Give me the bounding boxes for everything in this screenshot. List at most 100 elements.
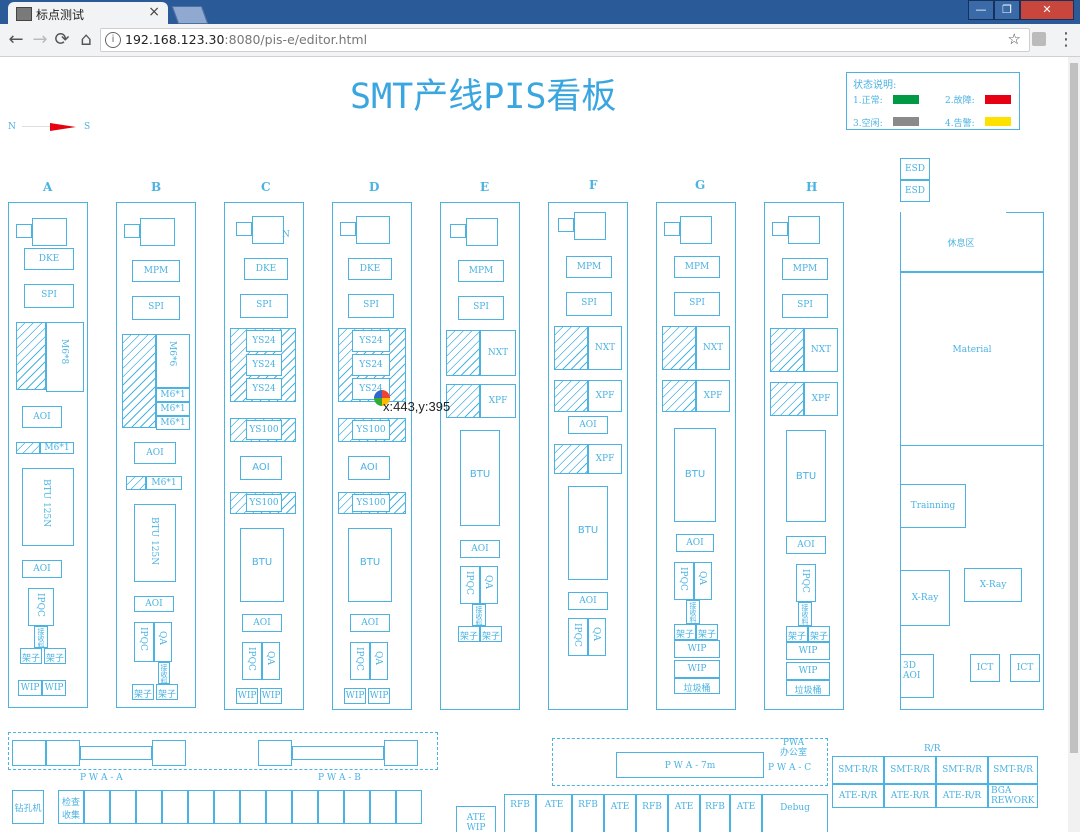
line-a-rack-1[interactable]: 架子 [20, 648, 42, 664]
pwa-cell-8[interactable] [266, 790, 292, 824]
line-b-m6x1-b[interactable]: M6*1 [156, 402, 190, 416]
bga-rework[interactable]: BGA REWORK [988, 784, 1038, 808]
aoi-3d[interactable]: 3D AOI [900, 654, 934, 698]
line-h-receive[interactable]: 接收料 [798, 602, 812, 626]
line-d-dke[interactable]: DKE [348, 258, 392, 280]
smt-rr-1[interactable]: SMT-R/R [832, 756, 884, 784]
line-a-dke[interactable]: DKE [24, 248, 74, 270]
line-a-loader[interactable] [32, 218, 67, 246]
line-c-ys24-2[interactable]: YS24 [246, 354, 282, 376]
line-a-loader-small[interactable] [16, 224, 32, 238]
line-b-m6-1-feeder[interactable] [126, 476, 146, 490]
pwa-cell-4[interactable] [162, 790, 188, 824]
line-c-loader[interactable] [252, 216, 284, 244]
line-c-ys24-1[interactable]: YS24 [246, 330, 282, 352]
line-b-rack-1[interactable]: 架子 [132, 684, 154, 700]
line-g-trash[interactable]: 垃圾桶 [674, 678, 720, 694]
line-h-frame[interactable] [764, 202, 844, 710]
line-e-frame[interactable] [440, 202, 520, 710]
ate-2[interactable]: ATE [604, 794, 636, 832]
line-c-btu[interactable]: BTU [240, 528, 284, 602]
line-a-receive[interactable]: 接收料 [34, 626, 48, 649]
pwa-cell-1[interactable] [84, 790, 110, 824]
line-d-ys24-1[interactable]: YS24 [352, 330, 390, 352]
ate-rr-3[interactable]: ATE-R/R [936, 784, 988, 808]
training-area[interactable]: Trainning [900, 484, 966, 528]
line-b-spi[interactable]: SPI [132, 296, 180, 320]
line-b-aoi2[interactable]: AOI [134, 596, 174, 612]
pwa-b-station-1[interactable] [258, 740, 292, 766]
tab-close-icon[interactable]: × [148, 4, 160, 20]
line-d-ipqc[interactable]: IPQC [350, 642, 370, 680]
line-e-rack-2[interactable]: 架子 [480, 626, 502, 642]
line-g-aoi[interactable]: AOI [676, 534, 714, 552]
line-f-aoi2[interactable]: AOI [568, 592, 608, 610]
line-f-qa[interactable]: QA [588, 618, 606, 656]
pwa-c-area[interactable] [552, 738, 828, 786]
line-g-xpf-feeder[interactable] [662, 380, 696, 412]
line-d-ys100b[interactable]: YS100 [352, 494, 390, 512]
line-c-wip-1[interactable]: WIP [236, 688, 258, 704]
esd-1[interactable]: ESD [900, 158, 930, 180]
site-info-icon[interactable]: i [105, 32, 121, 48]
line-f-xpf2-feeder[interactable] [554, 444, 588, 474]
pwa-cell-13[interactable] [396, 790, 422, 824]
line-h-rack-2[interactable]: 架子 [808, 626, 830, 642]
line-g-frame[interactable] [656, 202, 736, 710]
line-a-m6-1-feeder[interactable] [16, 442, 40, 454]
line-g-btu[interactable]: BTU [674, 428, 716, 522]
line-e-nxt-feeder[interactable] [446, 330, 480, 376]
browser-tab[interactable]: 标点测试 × [8, 2, 168, 24]
smt-rr-4[interactable]: SMT-R/R [988, 756, 1038, 784]
line-h-nxt[interactable]: NXT [804, 328, 838, 372]
pwa-ab-area[interactable] [8, 732, 438, 770]
line-f-btu[interactable]: BTU [568, 486, 608, 580]
line-b-m6x1-c[interactable]: M6*1 [156, 416, 190, 430]
line-e-aoi[interactable]: AOI [460, 540, 500, 558]
bookmark-star-icon[interactable]: ☆ [1007, 30, 1021, 48]
line-b-rack-2[interactable]: 架子 [156, 684, 178, 700]
line-e-xpf[interactable]: XPF [480, 384, 516, 418]
line-b-frame[interactable] [116, 202, 196, 708]
line-h-wip-2[interactable]: WIP [786, 662, 830, 680]
pwa-cell-3[interactable] [136, 790, 162, 824]
line-e-loader[interactable] [466, 218, 498, 246]
line-c-spi[interactable]: SPI [240, 294, 288, 318]
browser-menu-icon[interactable]: ⋮ [1057, 29, 1075, 50]
line-e-loader-small[interactable] [450, 224, 466, 238]
line-a-wip-2[interactable]: WIP [42, 680, 66, 696]
extension-icon[interactable] [1032, 32, 1046, 46]
pwa-a-station-3[interactable] [152, 740, 186, 766]
line-f-xpf2[interactable]: XPF [588, 444, 622, 474]
vertical-scrollbar[interactable] [1068, 57, 1080, 832]
new-tab-button[interactable] [171, 6, 209, 24]
line-a-m6-feeder[interactable] [16, 322, 46, 390]
line-b-ipqc[interactable]: IPQC [134, 622, 154, 662]
material-area[interactable]: Material [900, 272, 1044, 446]
debug-area[interactable]: Debug [762, 794, 828, 832]
line-a-m6x8[interactable]: M6*8 [46, 322, 84, 392]
pwa-cell-9[interactable] [292, 790, 318, 824]
smt-rr-2[interactable]: SMT-R/R [884, 756, 936, 784]
line-b-receive[interactable]: 接收料 [158, 662, 170, 685]
ate-1[interactable]: ATE [536, 794, 572, 832]
line-b-aoi[interactable]: AOI [134, 442, 176, 464]
ict-2[interactable]: ICT [1010, 654, 1040, 682]
line-g-wip-1[interactable]: WIP [674, 640, 720, 658]
line-g-nxt-feeder[interactable] [662, 326, 696, 370]
line-b-m6x6[interactable]: M6*6 [156, 334, 190, 388]
line-d-qa[interactable]: QA [370, 642, 388, 680]
line-h-xpf-feeder[interactable] [770, 382, 804, 416]
line-d-wip-1[interactable]: WIP [344, 688, 366, 704]
line-c-frame[interactable] [224, 202, 304, 710]
line-g-xpf[interactable]: XPF [696, 380, 730, 412]
line-d-loader[interactable] [356, 216, 390, 244]
rest-area[interactable]: 休息区 [900, 212, 1044, 272]
line-a-btu125n[interactable]: BTU 125N [22, 468, 74, 546]
pwa-a-station-1[interactable] [12, 740, 46, 766]
line-c-ys100[interactable]: YS100 [246, 420, 282, 440]
line-h-mpm[interactable]: MPM [782, 258, 828, 280]
line-e-btu[interactable]: BTU [460, 430, 500, 526]
back-button[interactable]: ← [8, 29, 24, 50]
line-d-ys100[interactable]: YS100 [352, 420, 390, 440]
